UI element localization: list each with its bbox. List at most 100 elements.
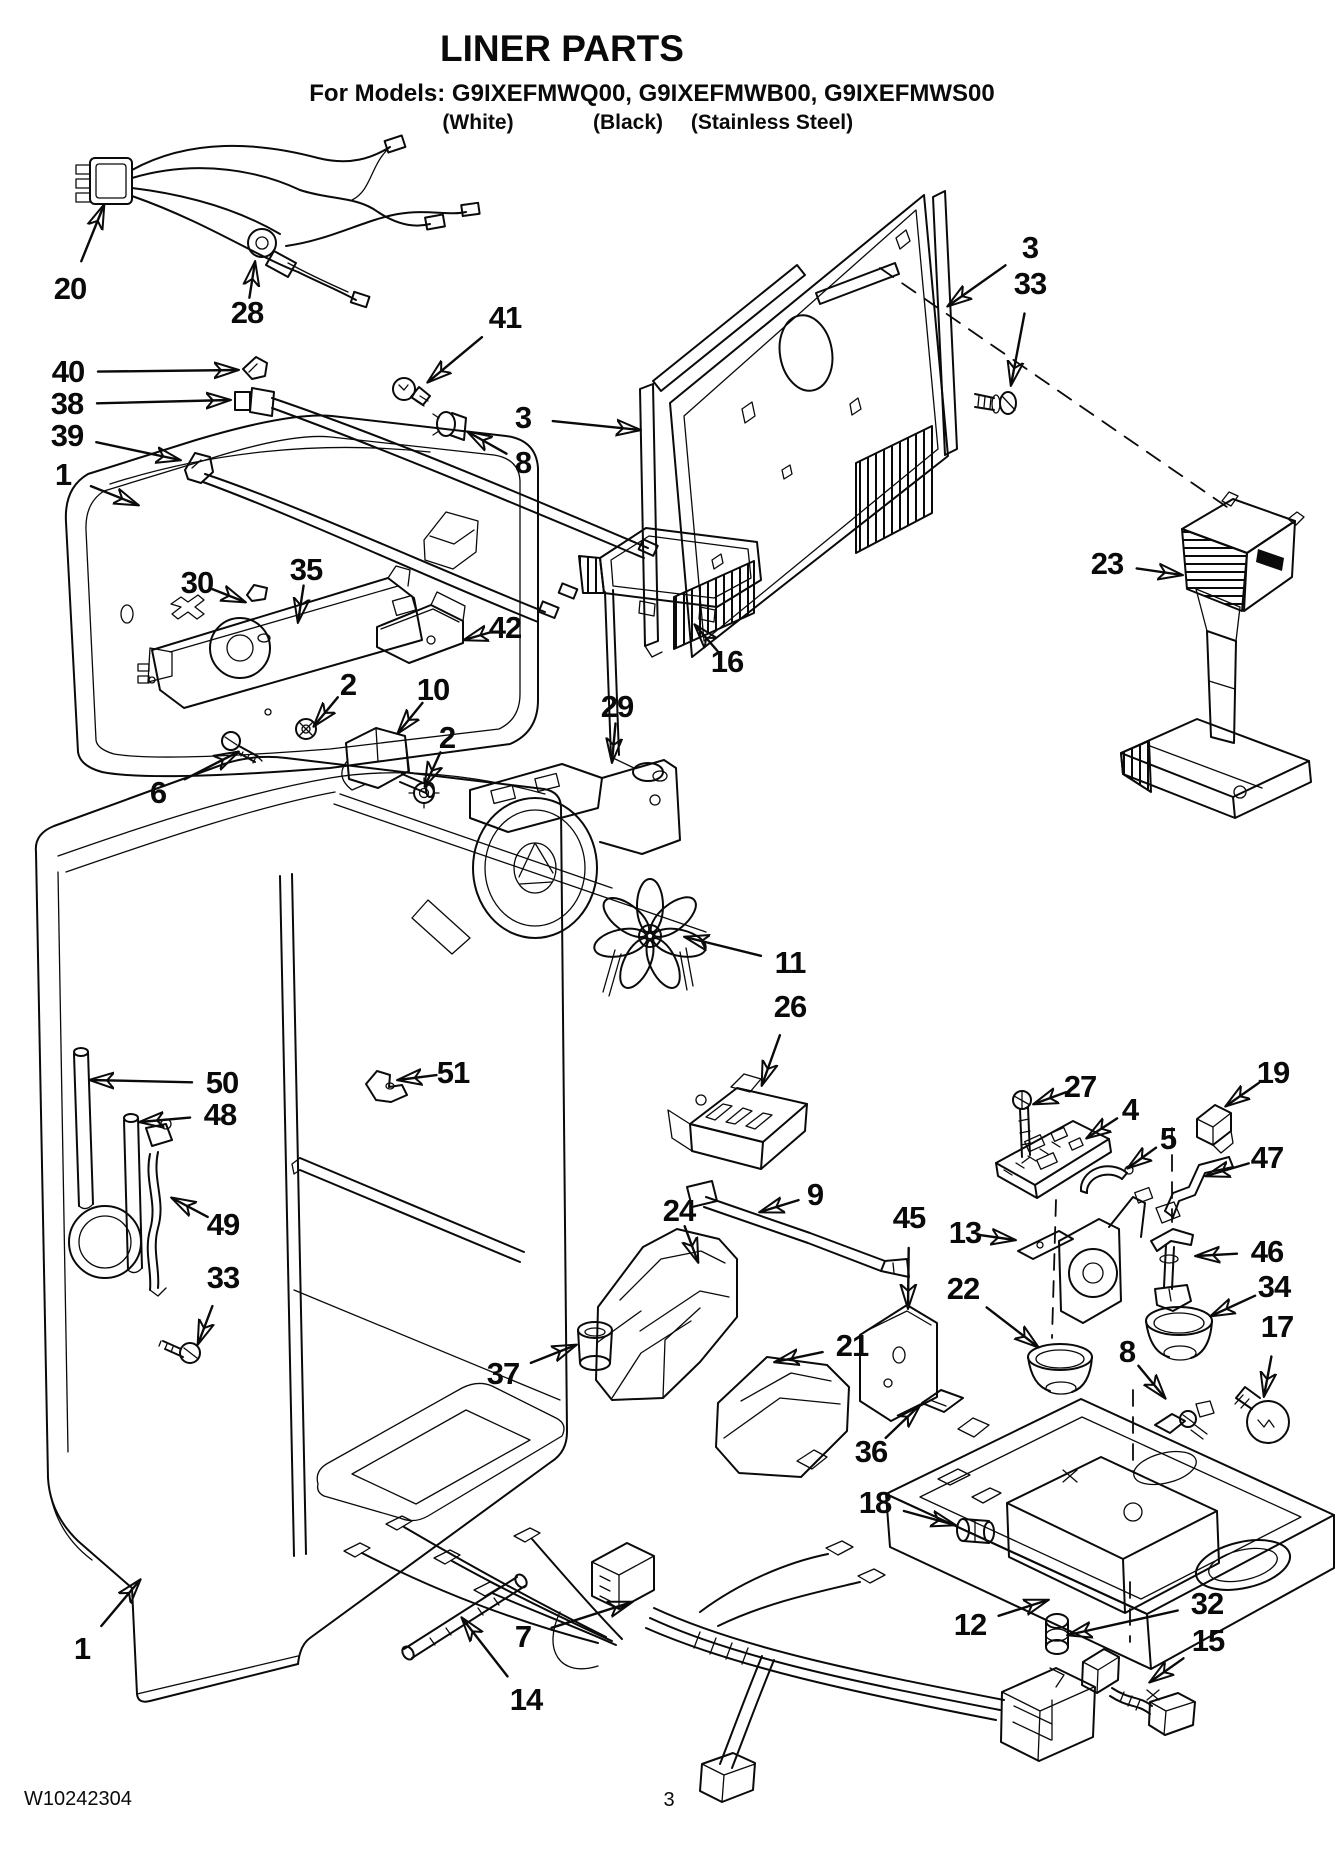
cover-plate-42-drawing — [376, 591, 466, 664]
document-number: W10242304 — [24, 1788, 132, 1810]
callout-arrow-3 — [551, 421, 640, 430]
grommet-12-32-drawing — [1045, 1613, 1069, 1655]
callout-arrow-46 — [1196, 1254, 1239, 1256]
rear-panel-16-drawing — [669, 194, 949, 658]
callout-arrow-10 — [398, 701, 424, 733]
clip-36-drawing — [921, 1389, 990, 1438]
deflector-9-drawing — [686, 1180, 910, 1278]
screw-33-lower-drawing — [158, 1340, 201, 1364]
callout-arrow-14 — [462, 1618, 509, 1678]
callout-arrow-12 — [997, 1600, 1048, 1618]
clip-39-drawing — [184, 452, 579, 623]
actuator-46-drawing — [1150, 1127, 1194, 1312]
callout-arrow-11 — [685, 937, 763, 957]
callout-arrow-3 — [948, 264, 1007, 306]
damper-26-drawing — [667, 1073, 808, 1170]
air-trough-drawing — [423, 511, 762, 623]
callout-arrow-45 — [908, 1246, 909, 1308]
cup-37-drawing — [577, 1321, 613, 1371]
callout-arrow-20 — [80, 205, 104, 263]
callout-arrow-21 — [775, 1352, 824, 1362]
control-board-4-drawing — [995, 1120, 1112, 1339]
callout-arrow-28 — [249, 262, 255, 299]
callout-arrow-24 — [685, 1225, 698, 1262]
clip-51-drawing — [365, 1070, 408, 1103]
grommet-18-drawing — [956, 1518, 995, 1544]
callout-arrow-26 — [762, 1033, 782, 1085]
cup-34-drawing — [1145, 1306, 1213, 1361]
air-duct-21-drawing — [715, 1356, 850, 1478]
fresh-food-liner-drawing — [34, 755, 568, 1703]
clip-19-drawing — [1196, 1104, 1234, 1154]
callout-arrow-13 — [978, 1235, 1015, 1240]
sensor-49-drawing — [145, 1118, 173, 1297]
callout-arrow-36 — [884, 1405, 920, 1440]
main-harness-7-drawing — [343, 1515, 1096, 1803]
callout-arrow-39 — [95, 441, 180, 460]
callout-arrow-27 — [1034, 1092, 1068, 1104]
callout-arrow-35 — [298, 584, 304, 622]
screw-33-top-drawing — [974, 391, 1017, 415]
callout-arrow-4 — [1087, 1117, 1119, 1138]
lamp-socket-8-drawing — [432, 411, 467, 441]
callout-arrow-37 — [529, 1345, 576, 1365]
callout-arrow-19 — [1226, 1081, 1261, 1106]
page-title: LINER PARTS — [440, 28, 684, 69]
callout-arrow-1 — [89, 484, 138, 505]
callout-arrow-2 — [314, 696, 339, 726]
callout-arrow-42 — [464, 632, 494, 640]
variant-white-label: (White) — [442, 111, 514, 134]
variant-black-label: (Black) — [592, 111, 664, 134]
callout-arrow-1 — [100, 1580, 140, 1628]
heater-harness-38-drawing — [234, 387, 659, 559]
air-duct-24-drawing — [595, 1228, 738, 1401]
callout-arrow-17 — [1264, 1355, 1271, 1397]
variant-stainless-label: (Stainless Steel) — [690, 111, 854, 134]
callout-arrow-29 — [612, 722, 616, 763]
solenoid-bracket-13-drawing — [1017, 1186, 1154, 1324]
callout-arrow-34 — [1211, 1294, 1257, 1316]
cup-22-drawing — [1027, 1343, 1093, 1395]
panel-trim-3-drawing — [639, 190, 958, 658]
strap-47-drawing — [1155, 1156, 1234, 1224]
callout-arrow-9 — [760, 1200, 800, 1212]
callout-arrow-51 — [398, 1075, 438, 1080]
lamp-bulb-41-drawing — [392, 377, 431, 407]
screw-6-drawing — [221, 731, 263, 764]
callout-arrow-2 — [425, 751, 440, 786]
jumper-harness-15-drawing — [1081, 1648, 1196, 1736]
models-line: For Models: G9IXEFMWQ00, G9IXEFMWB00, G9… — [309, 80, 995, 107]
screw-2a-drawing — [295, 718, 317, 740]
assembly-axis-dashed — [879, 267, 1228, 508]
clip-40-drawing — [242, 356, 268, 380]
callout-arrow-6 — [183, 752, 238, 781]
callout-arrow-16 — [695, 625, 719, 653]
callout-arrow-30 — [210, 589, 245, 602]
drain-pan-drawing — [885, 1389, 1335, 1701]
thermostat-10-drawing — [341, 727, 435, 798]
tube-48-drawing — [123, 1113, 143, 1274]
callout-arrow-15 — [1150, 1657, 1185, 1682]
callout-arrow-33 — [198, 1304, 212, 1344]
callout-arrow-49 — [172, 1198, 209, 1219]
bulb-17-drawing — [1234, 1386, 1290, 1444]
top-wire-harness-drawing — [75, 134, 481, 309]
heater-tube-14-drawing — [401, 1573, 528, 1661]
callout-arrow-38 — [95, 400, 230, 403]
callout-arrow-5 — [1128, 1146, 1158, 1168]
icemaker-fill-23-drawing — [1120, 491, 1312, 819]
callout-arrow-32 — [1068, 1609, 1179, 1636]
screw-27-drawing — [1012, 1090, 1032, 1164]
clip-8-lower-drawing — [1154, 1400, 1215, 1440]
callout-arrow-33 — [1011, 312, 1026, 386]
callout-arrow-23 — [1135, 568, 1182, 575]
tube-50-drawing — [73, 1047, 94, 1210]
page-number: 3 — [663, 1789, 675, 1811]
callout-arrow-40 — [96, 370, 238, 372]
clip-5-drawing — [1079, 1165, 1134, 1194]
callout-arrow-7 — [550, 1602, 632, 1630]
callout-arrow-8 — [1137, 1364, 1165, 1398]
callout-arrow-50 — [90, 1080, 194, 1082]
